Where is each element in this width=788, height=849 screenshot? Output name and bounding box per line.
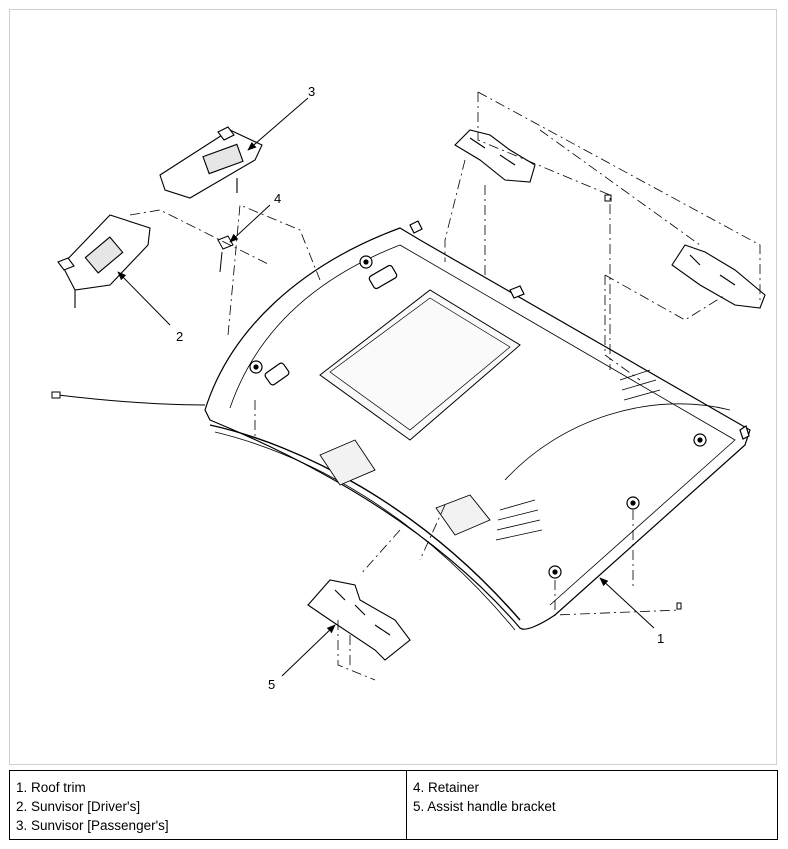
exploded-view-diagram: 1 2 3 4 5 — [51, 84, 766, 692]
callout-4: 4 — [274, 191, 281, 206]
leader-arrows — [117, 97, 655, 677]
legend-item-assist-handle-bracket: 5. Assist handle bracket — [413, 799, 556, 814]
wire-harness — [57, 394, 206, 406]
legend-item-roof-trim: 1. Roof trim — [16, 780, 86, 795]
legend-item-retainer: 4. Retainer — [413, 780, 480, 795]
sunvisor-driver — [57, 214, 151, 308]
wire-connector — [51, 391, 61, 399]
legend-right-column: 4. Retainer 5. Assist handle bracket — [406, 770, 778, 840]
fastener — [604, 194, 612, 202]
parts-legend-table: 1. Roof trim 2. Sunvisor [Driver's] 3. S… — [9, 770, 778, 840]
roof-trim — [204, 220, 751, 631]
assist-handle-bracket-upper-left — [454, 129, 536, 183]
callout-3: 3 — [308, 84, 315, 99]
assist-handle-bracket-lower — [307, 579, 411, 661]
callout-1: 1 — [657, 631, 664, 646]
alignment-lines — [129, 91, 761, 681]
legend-item-sunvisor-passenger: 3. Sunvisor [Passenger's] — [16, 818, 169, 833]
fastener — [676, 602, 682, 610]
callout-2: 2 — [176, 329, 183, 344]
sunvisor-passenger — [159, 126, 263, 199]
legend-left-column: 1. Roof trim 2. Sunvisor [Driver's] 3. S… — [9, 770, 407, 840]
legend-item-sunvisor-driver: 2. Sunvisor [Driver's] — [16, 799, 141, 814]
callout-5: 5 — [268, 677, 275, 692]
assist-handle-bracket-upper-right — [671, 244, 766, 309]
